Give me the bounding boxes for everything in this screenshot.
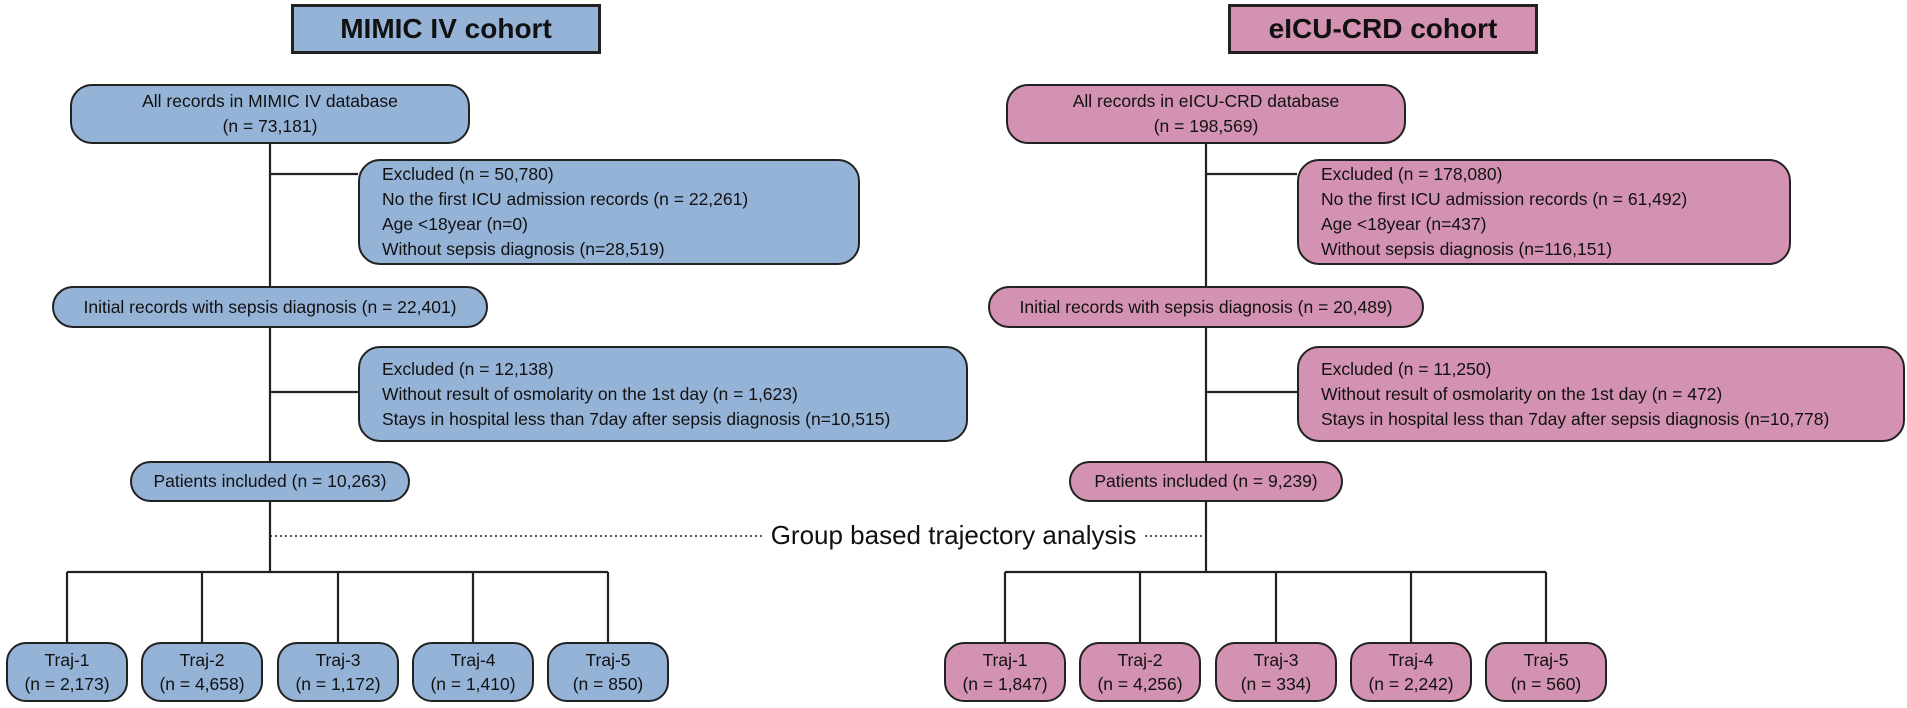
mimic-traj-3-box: Traj-3(n = 1,172) [277, 642, 399, 702]
mimic-traj-4-box: Traj-4(n = 1,410) [412, 642, 534, 702]
eicu-excluded-2-box: Excluded (n = 11,250) Without result of … [1297, 346, 1905, 442]
eicu-traj-5-box: Traj-5(n = 560) [1485, 642, 1607, 702]
eicu-traj-2-box: Traj-2(n = 4,256) [1079, 642, 1201, 702]
mimic-traj-1-box: Traj-1(n = 2,173) [6, 642, 128, 702]
eicu-initial-records-box: Initial records with sepsis diagnosis (n… [988, 286, 1424, 328]
eicu-cohort-title: eICU-CRD cohort [1228, 4, 1538, 54]
mimic-traj-2-box: Traj-2(n = 4,658) [141, 642, 263, 702]
eicu-excluded-1-box: Excluded (n = 178,080) No the first ICU … [1297, 159, 1791, 265]
mimic-excluded-2-box: Excluded (n = 12,138) Without result of … [358, 346, 968, 442]
mimic-traj-5-box: Traj-5(n = 850) [547, 642, 669, 702]
eicu-traj-3-box: Traj-3(n = 334) [1215, 642, 1337, 702]
eicu-patients-included-box: Patients included (n = 9,239) [1069, 461, 1343, 502]
eicu-all-records-box: All records in eICU-CRD database (n = 19… [1006, 84, 1406, 144]
mimic-patients-included-box: Patients included (n = 10,263) [130, 461, 410, 502]
mimic-all-records-box: All records in MIMIC IV database (n = 73… [70, 84, 470, 144]
group-trajectory-label: Group based trajectory analysis [0, 519, 1907, 551]
eicu-traj-4-box: Traj-4(n = 2,242) [1350, 642, 1472, 702]
mimic-excluded-1-box: Excluded (n = 50,780) No the first ICU a… [358, 159, 860, 265]
eicu-traj-1-box: Traj-1(n = 1,847) [944, 642, 1066, 702]
mimic-cohort-title: MIMIC IV cohort [291, 4, 601, 54]
mimic-initial-records-box: Initial records with sepsis diagnosis (n… [52, 286, 488, 328]
